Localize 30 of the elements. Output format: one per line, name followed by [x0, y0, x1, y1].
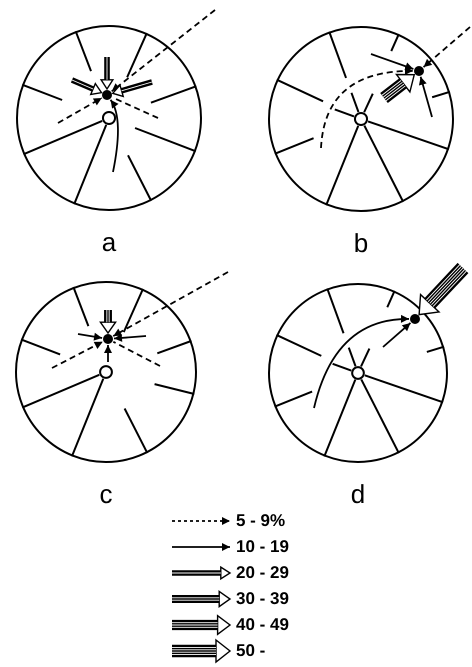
arrow	[100, 310, 116, 334]
arrow	[418, 76, 433, 118]
arrow	[380, 74, 415, 103]
panel-letter: b	[352, 230, 370, 256]
panel-letter: d	[350, 481, 366, 507]
legend-label: 40 - 49	[236, 614, 289, 636]
arrow	[70, 77, 102, 96]
arrow	[110, 99, 119, 172]
legend-label: 5 - 9%	[236, 510, 286, 532]
arrow	[418, 262, 468, 316]
arrow	[52, 340, 104, 369]
arrow	[370, 53, 414, 70]
arrow	[320, 67, 414, 148]
arrow	[313, 315, 410, 408]
panel-letter: a	[100, 229, 118, 255]
arrow	[112, 79, 153, 98]
legend-label: 50 -	[236, 640, 266, 662]
arrow	[382, 322, 412, 348]
legend-label: 30 - 39	[236, 588, 289, 610]
arrow	[104, 345, 112, 362]
legend-label: 10 - 19	[236, 536, 289, 558]
arrow	[112, 271, 228, 337]
arrow	[58, 97, 102, 124]
arrow	[111, 9, 216, 92]
panel-letter: c	[98, 481, 114, 507]
arrow	[422, 26, 471, 68]
arrow	[78, 332, 102, 341]
arrow	[100, 57, 114, 90]
arrow	[114, 334, 146, 342]
legend-label: 20 - 29	[236, 562, 289, 584]
